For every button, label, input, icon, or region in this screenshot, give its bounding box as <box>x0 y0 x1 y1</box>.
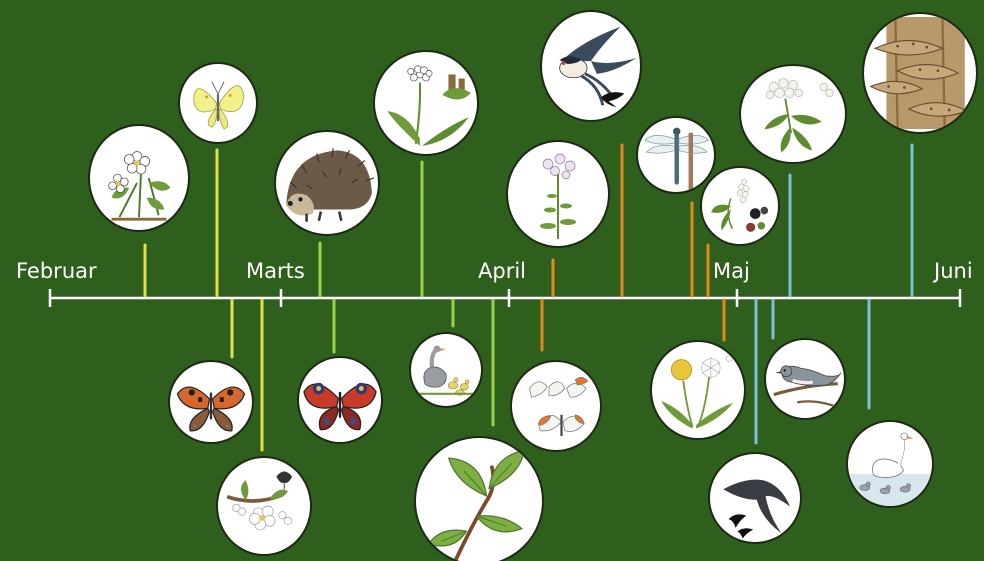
peacock-butterfly-icon <box>297 356 383 444</box>
month-label-februar: Februar <box>16 259 97 283</box>
anemone-icon <box>88 124 190 232</box>
month-label-maj: Maj <box>713 259 750 283</box>
dandelion-icon <box>650 340 746 440</box>
brimstone-butterfly-icon <box>178 62 258 144</box>
cuckooflower-icon <box>506 140 610 248</box>
month-label-marts: Marts <box>246 259 305 283</box>
ramsons-icon <box>373 50 479 156</box>
small-tortoiseshell-icon <box>168 360 254 444</box>
beech-leaves-icon <box>414 436 544 561</box>
cuckoo-icon <box>764 338 846 420</box>
month-label-juni: Juni <box>934 259 973 283</box>
goose-with-goslings-icon <box>409 332 483 408</box>
fruit-blossom-icon <box>216 456 312 556</box>
swift-icon <box>708 452 802 544</box>
swan-with-cygnets-icon <box>846 420 934 508</box>
chestnut-blossom-icon <box>700 166 780 246</box>
elderflower-icon <box>739 64 847 164</box>
hedgehog-icon <box>274 130 380 236</box>
swallow-icon <box>540 10 642 122</box>
bracket-fungus-icon <box>862 12 978 134</box>
orange-tip-butterfly-icon <box>510 360 602 452</box>
month-label-april: April <box>478 259 526 283</box>
